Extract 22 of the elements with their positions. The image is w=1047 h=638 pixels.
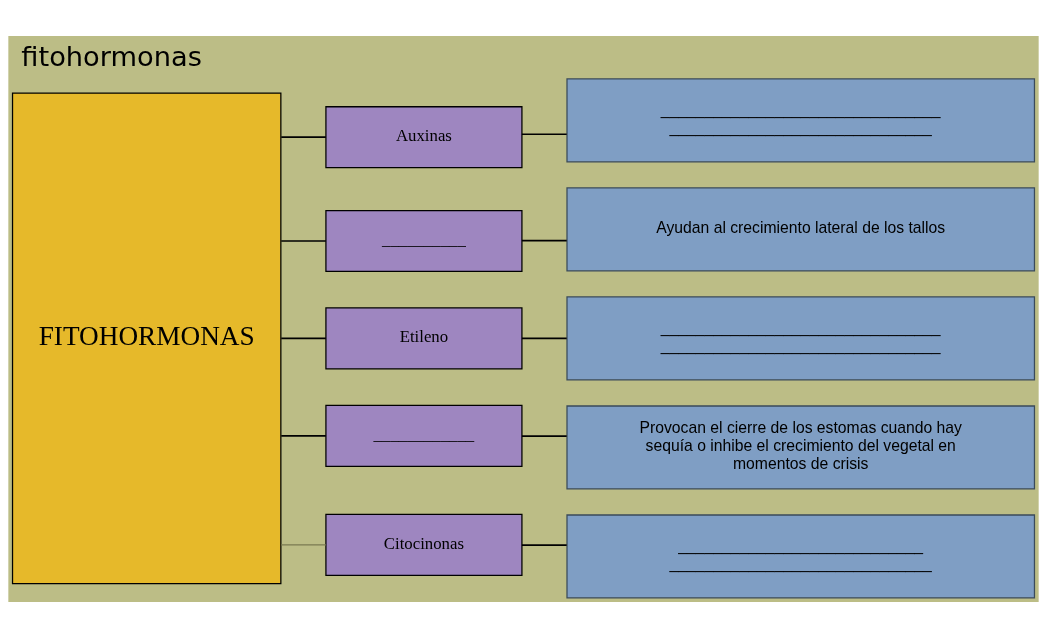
node-box: Citocinonas <box>325 513 523 576</box>
connector <box>280 240 327 242</box>
node-box: Provocan el cierre de los estomas cuando hay sequía o inhibe el crecimiento del vegetal en momentos de crisis <box>566 405 1036 490</box>
node-box: FITOHORMONAS <box>11 92 282 585</box>
node-box: ________________________________ ________________________________ <box>566 296 1036 381</box>
node-box: Auxinas <box>325 106 523 169</box>
connector <box>521 133 568 136</box>
connector <box>280 136 327 138</box>
node-box: __________ <box>325 209 523 272</box>
node-box: ________________________________ ______________________________ <box>566 78 1036 163</box>
node-box: ____________ <box>325 404 523 467</box>
node-box: ____________________________ ______________________________ <box>566 514 1036 599</box>
diagram-title: fitohormonas <box>21 41 202 73</box>
node-box: Ayudan al crecimiento lateral de los tallos <box>566 187 1036 272</box>
connector <box>521 239 568 242</box>
connector <box>521 435 568 437</box>
node-box: Etileno <box>325 307 523 370</box>
connector <box>521 544 568 546</box>
connector <box>280 337 327 340</box>
connector <box>280 544 327 546</box>
connector <box>521 337 568 340</box>
connector <box>280 435 327 437</box>
